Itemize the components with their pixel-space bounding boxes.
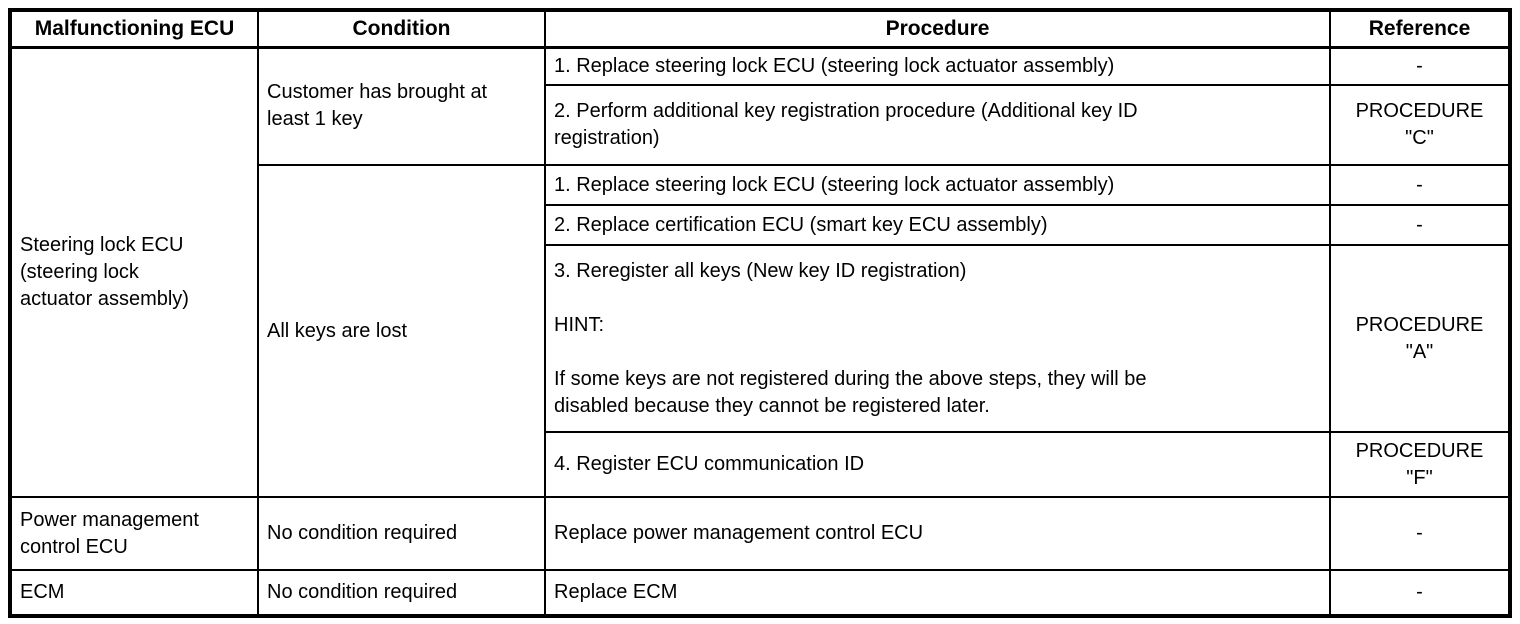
- ecu-name-cell-power-management: Power management control ECU: [9, 496, 259, 571]
- condition-cell: No condition required: [257, 569, 546, 617]
- column-header-condition: Condition: [257, 9, 546, 49]
- reference-cell: -: [1329, 496, 1511, 571]
- procedure-cell: Replace power management control ECU: [544, 496, 1331, 571]
- reference-cell: -: [1329, 569, 1511, 617]
- condition-cell: No condition required: [257, 496, 546, 571]
- table-row: 2. Perform additional key registration p…: [10, 84, 1511, 166]
- reference-cell: PROCEDURE "A": [1329, 244, 1511, 433]
- ecu-replacement-table: Malfunctioning ECU Condition Procedure R…: [8, 8, 1512, 618]
- table-row: Power management control ECU No conditio…: [9, 496, 1511, 571]
- procedure-cell: 4. Register ECU communication ID: [544, 431, 1331, 498]
- procedure-cell: 1. Replace steering lock ECU (steering l…: [544, 46, 1331, 86]
- ecu-name-cell-ecm: ECM: [9, 569, 259, 617]
- table-header-row: Malfunctioning ECU Condition Procedure R…: [9, 9, 1511, 49]
- procedure-cell: 2. Replace certification ECU (smart key …: [544, 204, 1331, 246]
- reference-cell: PROCEDURE "F": [1329, 431, 1511, 498]
- reference-cell: -: [1329, 204, 1511, 246]
- table-row: All keys are lost 1. Replace steering lo…: [10, 164, 1511, 498]
- procedure-cell: 2. Perform additional key registration p…: [544, 84, 1331, 166]
- column-header-malfunctioning-ecu: Malfunctioning ECU: [9, 9, 259, 49]
- ecu-name-cell-steering-lock: Steering lock ECU (steering lock actuato…: [9, 46, 259, 498]
- procedure-cell: 1. Replace steering lock ECU (steering l…: [544, 164, 1331, 206]
- procedure-cell-with-hint: 3. Reregister all keys (New key ID regis…: [544, 244, 1331, 433]
- table-row: Steering lock ECU (steering lock actuato…: [9, 46, 1511, 498]
- table-row: 3. Reregister all keys (New key ID regis…: [10, 244, 1511, 433]
- table-row: ECM No condition required Replace ECM -: [9, 569, 1511, 617]
- table-row: 2. Replace certification ECU (smart key …: [10, 204, 1511, 246]
- table-row: 4. Register ECU communication ID PROCEDU…: [10, 431, 1511, 498]
- reference-cell: -: [1329, 164, 1511, 206]
- condition-cell-customer-key: Customer has brought at least 1 key: [257, 46, 546, 166]
- procedure-cell: Replace ECM: [544, 569, 1331, 617]
- column-header-reference: Reference: [1329, 9, 1511, 49]
- condition-cell-all-keys-lost: All keys are lost: [257, 164, 546, 498]
- reference-cell: PROCEDURE "C": [1329, 84, 1511, 166]
- reference-cell: -: [1329, 46, 1511, 86]
- column-header-procedure: Procedure: [544, 9, 1331, 49]
